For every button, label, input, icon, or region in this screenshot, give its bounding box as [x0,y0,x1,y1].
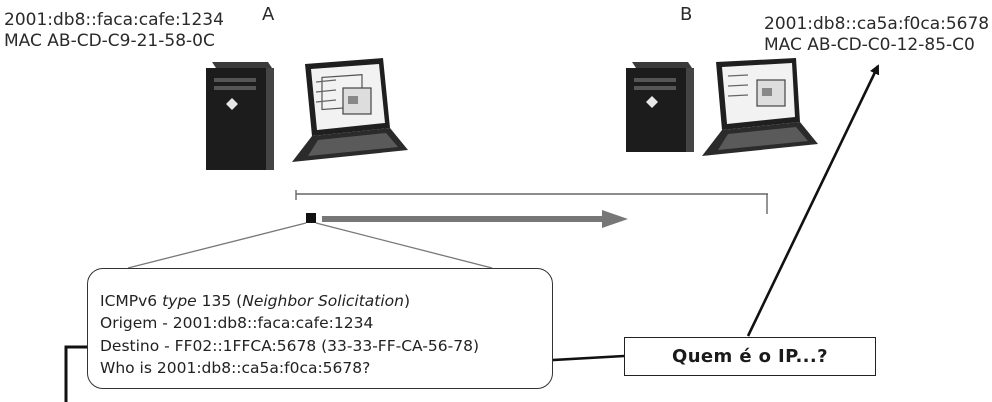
host-b-ip: 2001:db8::ca5a:f0ca:5678 [764,14,990,34]
packet-origin-line: Origem - 2001:db8::faca:cafe:1234 [100,314,374,332]
packet-type-number: 135 ( [196,292,243,310]
packet-type-line: ICMPv6 type 135 (Neighbor Solicitation) [100,291,410,311]
packet-destination-line: Destino - FF02::1FFCA:5678 (33-33-FF-CA-… [100,337,479,355]
packet-type-word: type [162,292,197,310]
zoom-line-right [315,222,493,269]
callout-text: Quem é o IP...? [672,346,828,367]
host-a-label: A [262,4,275,25]
host-a-mac: MAC AB-CD-C9-21-58-0C [4,31,215,51]
packet-flow-arrow [322,210,628,228]
zoom-line-left [127,222,307,269]
packet-detail-box [87,268,553,389]
packet-node [306,213,316,223]
callout-box: Quem é o IP...? [624,337,876,376]
host-b-mac: MAC AB-CD-C0-12-85-C0 [764,35,975,55]
host-b-label: B [680,4,693,25]
packet-type-close: ) [403,292,411,310]
computer-a-icon [206,58,408,170]
host-a-ip: 2001:db8::faca:cafe:1234 [4,10,224,30]
packet-who-is-line: Who is 2001:db8::ca5a:f0ca:5678? [100,359,371,377]
packet-type-name: Neighbor Solicitation [242,292,404,310]
computer-b-icon [626,58,818,156]
callout-arrow-to-b [746,64,880,337]
packet-protocol: ICMPv6 [100,292,163,310]
